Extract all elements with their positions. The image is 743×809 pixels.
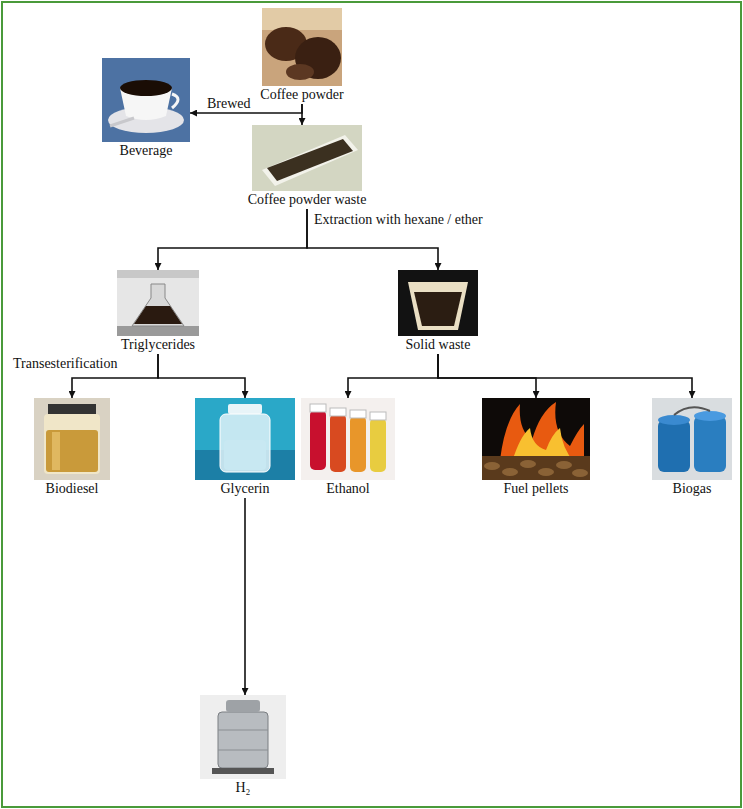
node-caption: H₂ xyxy=(236,779,251,797)
node-caption: Beverage xyxy=(120,142,173,160)
image-node: H₂ xyxy=(200,695,286,797)
node-caption: Glycerin xyxy=(221,480,270,498)
biodiesel-jar-photo xyxy=(34,398,110,480)
node-caption: Biodiesel xyxy=(46,480,99,498)
fuel-pellets-photo xyxy=(482,398,590,480)
image-node: Coffee powder xyxy=(257,8,347,104)
image-node: Solid waste xyxy=(398,270,478,354)
node-caption: Biogas xyxy=(673,480,712,498)
image-node: Triglycerides xyxy=(117,270,199,354)
flow-arrow xyxy=(244,498,246,695)
hydrogen-cylinder-photo xyxy=(200,695,286,779)
image-node: Biodiesel xyxy=(34,398,110,498)
oil-flask-photo xyxy=(117,270,199,336)
node-caption: Ethanol xyxy=(326,480,370,498)
flow-arrow xyxy=(348,354,438,398)
node-caption: Triglycerides xyxy=(121,336,195,354)
image-node: Coffee powder waste xyxy=(245,125,370,209)
coffee-cup-photo xyxy=(102,58,190,142)
image-node: Biogas xyxy=(652,398,732,498)
image-node: Ethanol xyxy=(301,398,395,498)
coffee-powder-photo xyxy=(262,8,342,86)
edge-label: Extraction with hexane / ether xyxy=(313,212,484,228)
node-caption: Coffee powder xyxy=(260,86,343,104)
image-node: Fuel pellets xyxy=(482,398,590,498)
biogas-tanks-photo xyxy=(652,398,732,480)
node-caption: Solid waste xyxy=(406,336,471,354)
flow-arrow xyxy=(438,354,692,398)
ethanol-vials-photo xyxy=(301,398,395,480)
flow-arrow xyxy=(158,354,245,398)
node-caption: Fuel pellets xyxy=(504,480,569,498)
image-node: Glycerin xyxy=(195,398,295,498)
coffee-waste-photo xyxy=(252,125,362,191)
solid-waste-photo xyxy=(398,270,478,336)
flow-arrow xyxy=(301,104,303,125)
edge-label: Brewed xyxy=(206,96,252,112)
edge-label: Transesterification xyxy=(12,356,118,372)
flow-arrow xyxy=(438,354,536,398)
flow-arrow xyxy=(158,209,307,270)
node-caption: Coffee powder waste xyxy=(248,191,367,209)
image-node: Beverage xyxy=(102,58,190,160)
glycerin-bottle-photo xyxy=(195,398,295,480)
